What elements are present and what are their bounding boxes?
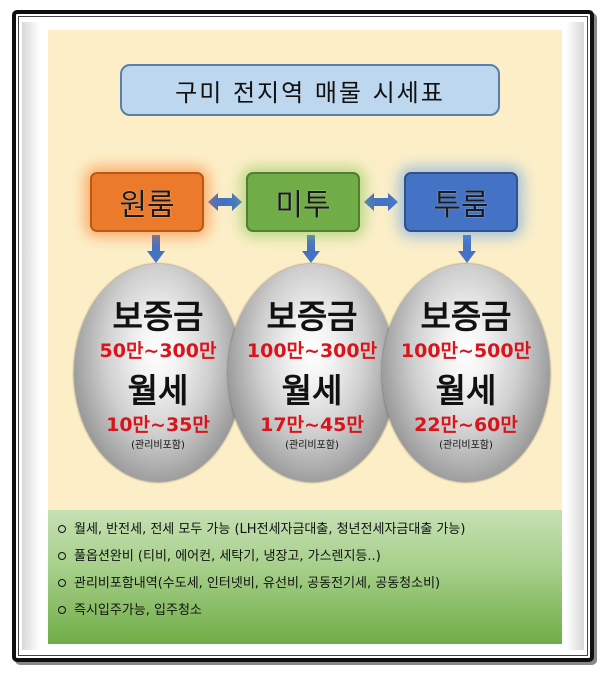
list-item: 즉시입주가능, 입주청소 <box>58 597 562 624</box>
info-section: 월세, 반전세, 전세 모두 가능 (LH전세자금대출, 청년전세자금대출 가능… <box>48 510 562 644</box>
fee-included-note: (관리비포함) <box>131 440 185 451</box>
room-type-label: 원룸 <box>119 188 175 223</box>
deposit-label: 보증금 <box>266 297 358 336</box>
info-text: 즉시입주가능, 입주청소 <box>74 603 202 618</box>
circle-bullet-icon <box>58 578 66 587</box>
frame-shadow-right <box>566 22 584 650</box>
rent-value: 10만~35만 <box>106 414 210 436</box>
down-arrow-3 <box>458 235 476 263</box>
price-circle-miroom: 보증금 100만~300만 월세 17만~45만 (관리비포함) <box>228 264 396 482</box>
rent-value: 22만~60만 <box>414 414 518 436</box>
info-text: 관리비포함내역(수도세, 인터넷비, 유선비, 공동전기세, 공동청소비) <box>74 576 441 591</box>
deposit-label: 보증금 <box>420 297 512 336</box>
rent-label: 월세 <box>435 371 497 410</box>
room-type-oneroom: 원룸 <box>90 172 204 232</box>
fee-included-note: (관리비포함) <box>439 440 493 451</box>
circle-bullet-icon <box>58 551 66 560</box>
room-type-label: 투룸 <box>433 188 489 223</box>
rent-value: 17만~45만 <box>260 414 364 436</box>
circle-bullet-icon <box>58 524 66 533</box>
fee-included-note: (관리비포함) <box>285 440 339 451</box>
price-circle-tworoom: 보증금 100만~500만 월세 22만~60만 (관리비포함) <box>382 264 550 482</box>
list-item: 월세, 반전세, 전세 모두 가능 (LH전세자금대출, 청년전세자금대출 가능… <box>58 516 562 543</box>
content-panel: 구미 전지역 매물 시세표 원룸 미투 투룸 보증금 50만~300만 월세 1… <box>48 30 562 644</box>
double-arrow-right <box>364 193 398 211</box>
deposit-value: 100만~300만 <box>246 340 378 362</box>
rent-label: 월세 <box>281 371 343 410</box>
deposit-value: 100만~500만 <box>400 340 532 362</box>
frame-shadow-left <box>22 22 40 650</box>
room-type-miroom: 미투 <box>246 172 360 232</box>
list-item: 풀옵션완비 (티비, 에어컨, 세탁기, 냉장고, 가스렌지등..) <box>58 543 562 570</box>
info-list: 월세, 반전세, 전세 모두 가능 (LH전세자금대출, 청년전세자금대출 가능… <box>48 510 562 624</box>
circle-bullet-icon <box>58 605 66 614</box>
room-type-label: 미투 <box>275 188 331 223</box>
rent-label: 월세 <box>127 371 189 410</box>
info-text: 풀옵션완비 (티비, 에어컨, 세탁기, 냉장고, 가스렌지등..) <box>74 549 381 564</box>
connector-arrows <box>147 193 476 263</box>
double-arrow-left <box>208 193 242 211</box>
deposit-value: 50만~300만 <box>99 340 217 362</box>
info-text: 월세, 반전세, 전세 모두 가능 (LH전세자금대출, 청년전세자금대출 가능… <box>74 522 466 537</box>
down-arrow-2 <box>302 235 320 263</box>
down-arrow-1 <box>147 235 165 263</box>
page-title: 구미 전지역 매물 시세표 <box>120 64 500 116</box>
price-circle-oneroom: 보증금 50만~300만 월세 10만~35만 (관리비포함) <box>74 264 242 482</box>
list-item: 관리비포함내역(수도세, 인터넷비, 유선비, 공동전기세, 공동청소비) <box>58 570 562 597</box>
deposit-label: 보증금 <box>112 297 204 336</box>
room-type-tworoom: 투룸 <box>404 172 518 232</box>
